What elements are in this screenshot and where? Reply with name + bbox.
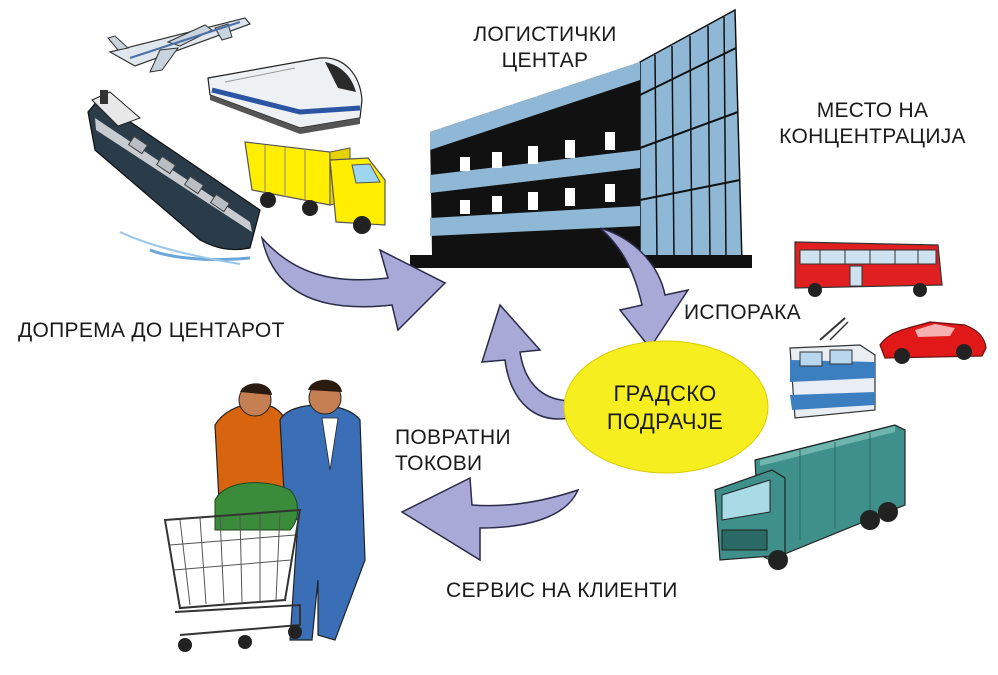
logistics-center-line-1: ЛОГИСТИЧКИ xyxy=(440,22,650,48)
concentration-place-line-2: КОНЦЕНТРАЦИЈА xyxy=(755,124,990,150)
concentration-place-label: МЕСТО НА КОНЦЕНТРАЦИЈА xyxy=(755,98,990,150)
return-flows-line-2: ТОКОВИ xyxy=(395,451,511,477)
arrow-delivery-to-center xyxy=(262,238,445,330)
truck-icon xyxy=(245,142,385,234)
logistics-center-label: ЛОГИСТИЧКИ ЦЕНТАР xyxy=(440,22,650,74)
return-flows-label: ПОВРАТНИ ТОКОВИ xyxy=(395,425,511,477)
delivery-label: ИСПОРАКА xyxy=(684,300,801,326)
bus-icon xyxy=(795,242,942,297)
city-area-line-2: ПОДРАЧЈЕ xyxy=(590,408,740,436)
airplane-icon xyxy=(108,18,250,72)
ship-icon xyxy=(88,90,260,264)
return-flows-line-1: ПОВРАТНИ xyxy=(395,425,511,451)
logistics-center-line-2: ЦЕНТАР xyxy=(440,48,650,74)
tram-icon xyxy=(790,318,875,418)
concentration-place-line-1: МЕСТО НА xyxy=(755,98,990,124)
shoppers-icon xyxy=(165,380,365,652)
car-icon xyxy=(880,322,986,364)
train-icon xyxy=(208,58,362,134)
city-area-label: ГРАДСКО ПОДРАЧЈЕ xyxy=(590,380,740,436)
city-area-line-1: ГРАДСКО xyxy=(590,380,740,408)
customer-service-label: СЕРВИС НА КЛИЕНТИ xyxy=(446,578,678,604)
arrow-customer-service xyxy=(402,478,578,560)
delivery-to-center-label: ДОПРЕМА ДО ЦЕНТАРОТ xyxy=(18,318,285,344)
